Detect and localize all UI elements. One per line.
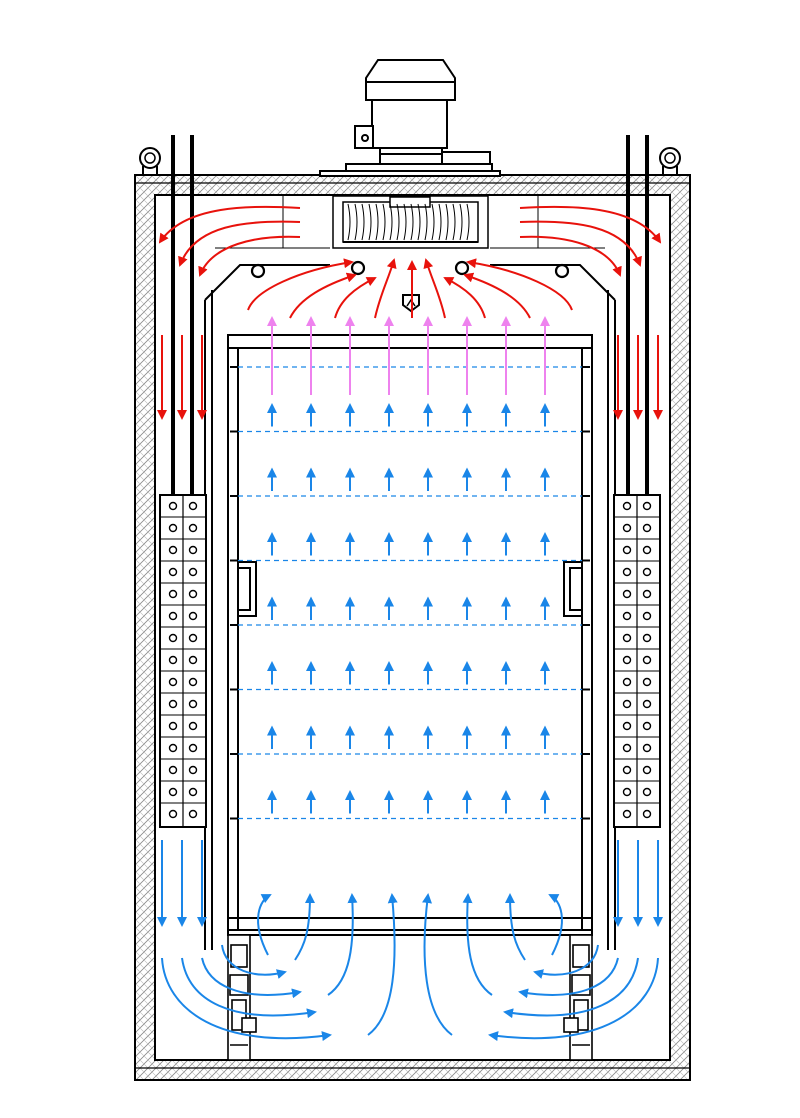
heater-tube-end	[188, 567, 198, 577]
heater-tube-end	[188, 787, 198, 797]
heater-tube-end	[188, 765, 198, 775]
heater-tube-end	[168, 765, 178, 775]
fan	[332, 195, 489, 249]
heater-tube-end	[642, 677, 652, 687]
heater-tube-end	[168, 655, 178, 665]
heater-tube-end	[188, 523, 198, 533]
heater-tube-end	[622, 501, 632, 511]
heater-tube-end	[622, 655, 632, 665]
heater-tube-end	[642, 633, 652, 643]
fan-blade	[375, 203, 379, 241]
fan-blade	[347, 203, 351, 241]
heater-tube-end	[622, 787, 632, 797]
heater-tube-end	[188, 655, 198, 665]
heater-tube-end	[168, 721, 178, 731]
heater-tube-end	[622, 677, 632, 687]
heater-tube-end	[188, 545, 198, 555]
heater-tube-end	[622, 743, 632, 753]
fan-blade	[438, 203, 442, 241]
fan-blade	[466, 203, 470, 241]
lifting-ring-right	[659, 147, 681, 175]
heater-tube-end	[188, 743, 198, 753]
heater-tube-end	[188, 721, 198, 731]
heater-tube-end	[168, 545, 178, 555]
heater-tube-end	[188, 501, 198, 511]
fan-blade	[396, 203, 400, 241]
heater-tube-end	[622, 633, 632, 643]
heater-tube-end	[168, 567, 178, 577]
heater-tube-end	[188, 611, 198, 621]
heater-tube-end	[642, 721, 652, 731]
heater-tube-end	[622, 567, 632, 577]
heater-tube-end	[168, 743, 178, 753]
fan-blade	[354, 203, 358, 241]
heater-tube-end	[168, 501, 178, 511]
heater-tube-end	[622, 545, 632, 555]
heater-tube-end	[168, 589, 178, 599]
heater-tube-end	[642, 611, 652, 621]
heater-tube-end	[642, 809, 652, 819]
heater-tubes	[171, 135, 649, 495]
fan-blade	[410, 203, 414, 241]
heater-tube-end	[168, 809, 178, 819]
heater-tube-end	[642, 699, 652, 709]
heater-tube-end	[188, 589, 198, 599]
fan-blade	[431, 203, 435, 241]
heater-tube-end	[642, 501, 652, 511]
trolley-handle-left	[238, 561, 257, 617]
fan-blade	[424, 203, 428, 241]
fan-blade	[368, 203, 372, 241]
caster-wheel-left	[227, 934, 257, 1061]
warm-air-flow	[267, 316, 550, 395]
fan-blade	[459, 203, 463, 241]
heater-tube-end	[168, 677, 178, 687]
caster-wheel-right	[563, 934, 593, 1061]
sensor-ring	[250, 260, 570, 279]
heater-tube-end	[642, 765, 652, 775]
heater-tube-end	[168, 699, 178, 709]
trolley	[227, 334, 593, 936]
heater-tube-end	[168, 633, 178, 643]
heater-tube-end	[188, 809, 198, 819]
heater-bank-right	[613, 494, 661, 828]
heater-tube-end	[168, 611, 178, 621]
heater-tube-end	[622, 699, 632, 709]
heater-tube-end	[622, 611, 632, 621]
heater-tube-end	[642, 589, 652, 599]
heater-tube-end	[168, 787, 178, 797]
fan-blade	[361, 203, 365, 241]
heater-tube-end	[168, 523, 178, 533]
heater-bank-left	[159, 494, 207, 828]
fan-blade	[445, 203, 449, 241]
heater-tube-end	[188, 633, 198, 643]
hot-air-flow	[157, 205, 663, 420]
fan-blade	[382, 203, 386, 241]
heater-tube-end	[622, 721, 632, 731]
shelves	[230, 366, 590, 820]
heater-tube-end	[642, 567, 652, 577]
heater-tube-end	[188, 699, 198, 709]
heater-tube-end	[622, 589, 632, 599]
heater-tube-end	[642, 655, 652, 665]
heater-tube-end	[188, 677, 198, 687]
fan-blade	[389, 203, 393, 241]
heater-tube-end	[622, 765, 632, 775]
fan-blade	[403, 203, 407, 241]
heater-tube-end	[642, 545, 652, 555]
lifting-ring-left	[139, 147, 161, 175]
heater-tube-end	[622, 523, 632, 533]
cool-air-flow	[157, 403, 663, 1042]
heater-tube-end	[642, 787, 652, 797]
trolley-handle-right	[563, 561, 582, 617]
fan-blade	[452, 203, 456, 241]
fan-blade	[417, 203, 421, 241]
heater-tube-end	[642, 523, 652, 533]
motor	[319, 59, 501, 177]
heater-tube-end	[642, 743, 652, 753]
heater-tube-end	[622, 809, 632, 819]
insulated-shell	[134, 174, 691, 1081]
